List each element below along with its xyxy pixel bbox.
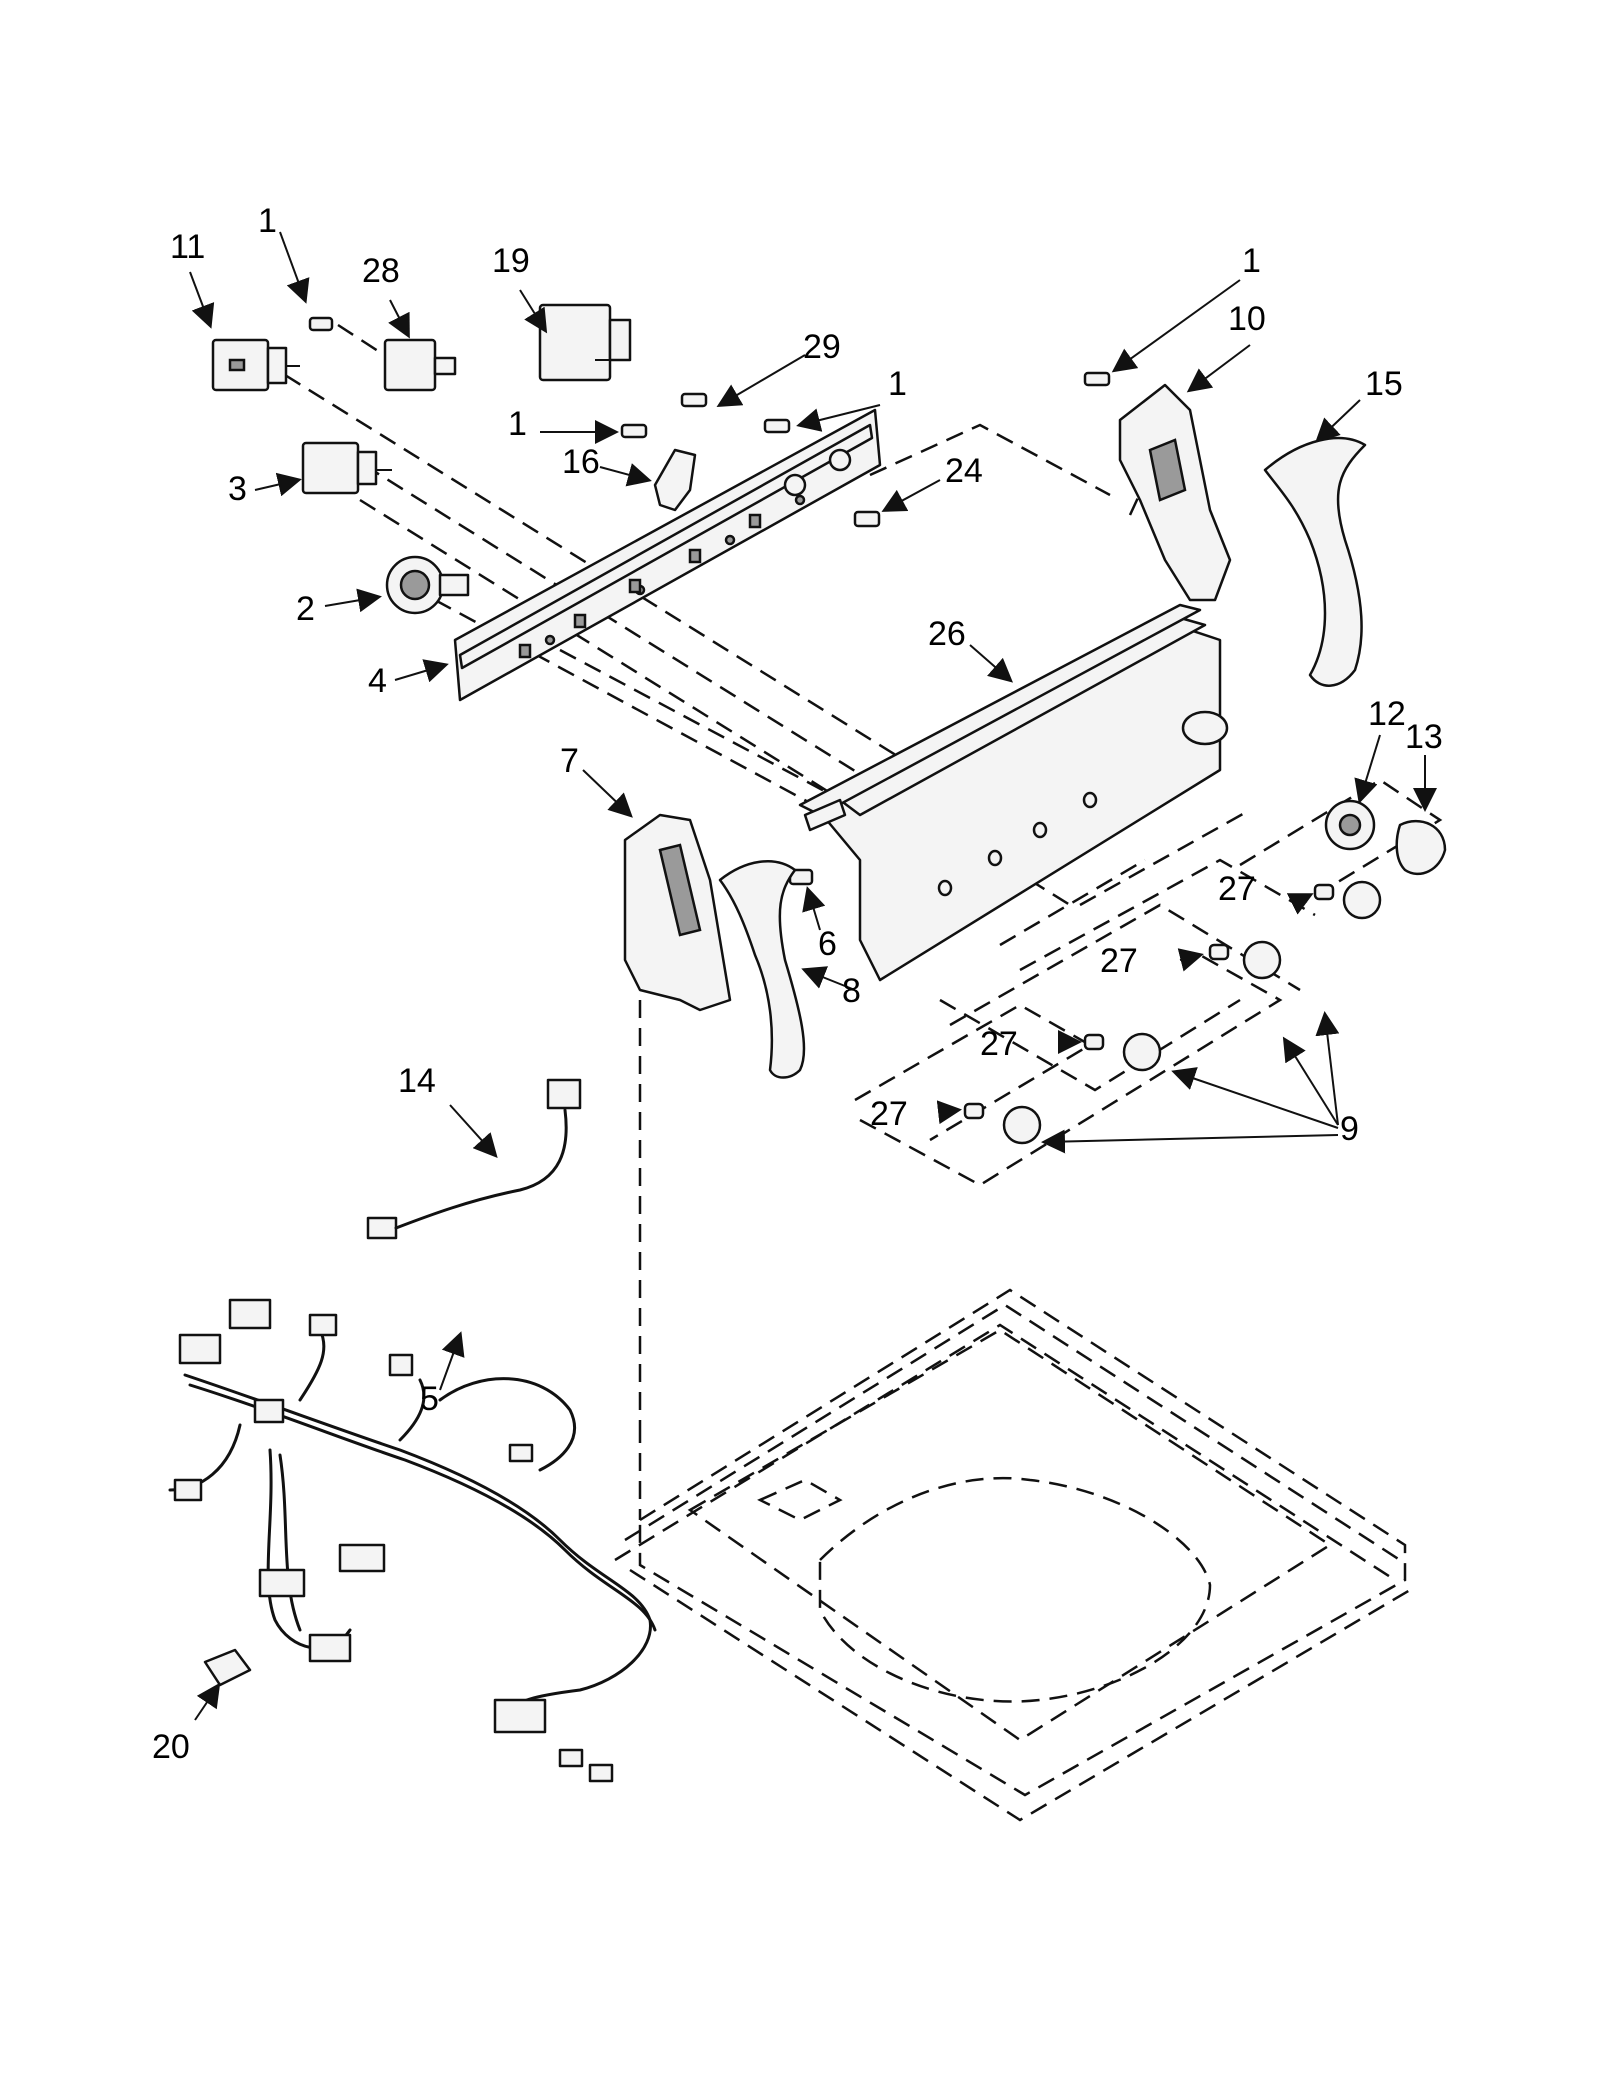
- callout-4: 4: [368, 662, 387, 700]
- callout-16: 16: [562, 443, 600, 481]
- callout-15: 15: [1365, 365, 1403, 403]
- screw-1-right: [1083, 371, 1111, 387]
- callout-1-left: 1: [258, 202, 277, 240]
- knob-12: [1324, 799, 1376, 851]
- board-20: [203, 1648, 252, 1687]
- timer-19: [538, 303, 632, 382]
- callout-24: 24: [945, 452, 983, 490]
- trim-15: [1263, 436, 1367, 687]
- callout-labels: 11 1 28 19 29 1 1 16 24 1 10 15 26 3 2 4…: [152, 202, 1443, 1766]
- callout-27-c: 27: [1100, 942, 1138, 980]
- knob-9-d: [1313, 880, 1382, 920]
- control-panel-26: [798, 603, 1229, 982]
- callout-1-right: 1: [1242, 242, 1261, 280]
- switch-3: [301, 441, 392, 495]
- end-cap-7: [623, 813, 732, 1012]
- selector-switch-2: [385, 555, 470, 615]
- screw-1-left: [308, 316, 334, 332]
- callout-27-d: 27: [1218, 870, 1256, 908]
- knob-9-a: [963, 1102, 1042, 1145]
- leader-lines: [189, 231, 1437, 1721]
- knob-cap-13: [1395, 819, 1447, 876]
- wire-harness-14: [366, 1078, 582, 1240]
- callout-3: 3: [228, 470, 247, 508]
- wire-harness-5: [168, 1298, 657, 1783]
- clip-16: [653, 448, 697, 512]
- callout-26: 26: [928, 615, 966, 653]
- switch-28: [383, 338, 457, 392]
- screw-29: [680, 392, 708, 408]
- callout-12: 12: [1368, 695, 1406, 733]
- callout-27-b: 27: [980, 1025, 1018, 1063]
- callout-6: 6: [818, 925, 837, 963]
- switch-11: [211, 338, 300, 392]
- screw-1-center: [620, 423, 648, 439]
- knob-9-b: [1083, 1032, 1162, 1072]
- screw-1-mid: [763, 418, 791, 434]
- callout-19: 19: [492, 242, 530, 280]
- trim-8: [718, 860, 806, 1079]
- screw-24: [853, 510, 881, 528]
- callout-8: 8: [842, 972, 861, 1010]
- callout-9: 9: [1340, 1110, 1359, 1148]
- callout-5: 5: [420, 1380, 439, 1418]
- callout-13: 13: [1405, 718, 1443, 756]
- rail-bracket-4: [453, 408, 882, 702]
- callout-20: 20: [152, 1728, 190, 1766]
- callout-29: 29: [803, 328, 841, 366]
- washer-top-outline: [614, 1288, 1411, 1822]
- callout-28: 28: [362, 252, 400, 290]
- callout-1-center: 1: [508, 405, 527, 443]
- callout-1-mid: 1: [888, 365, 907, 403]
- callout-7: 7: [560, 742, 579, 780]
- end-cap-10: [1118, 383, 1232, 602]
- knob-9-c: [1208, 940, 1282, 980]
- callout-27-a: 27: [870, 1095, 908, 1133]
- callout-2: 2: [296, 590, 315, 628]
- callout-14: 14: [398, 1062, 436, 1100]
- callout-11: 11: [170, 228, 205, 266]
- callout-10: 10: [1228, 300, 1266, 338]
